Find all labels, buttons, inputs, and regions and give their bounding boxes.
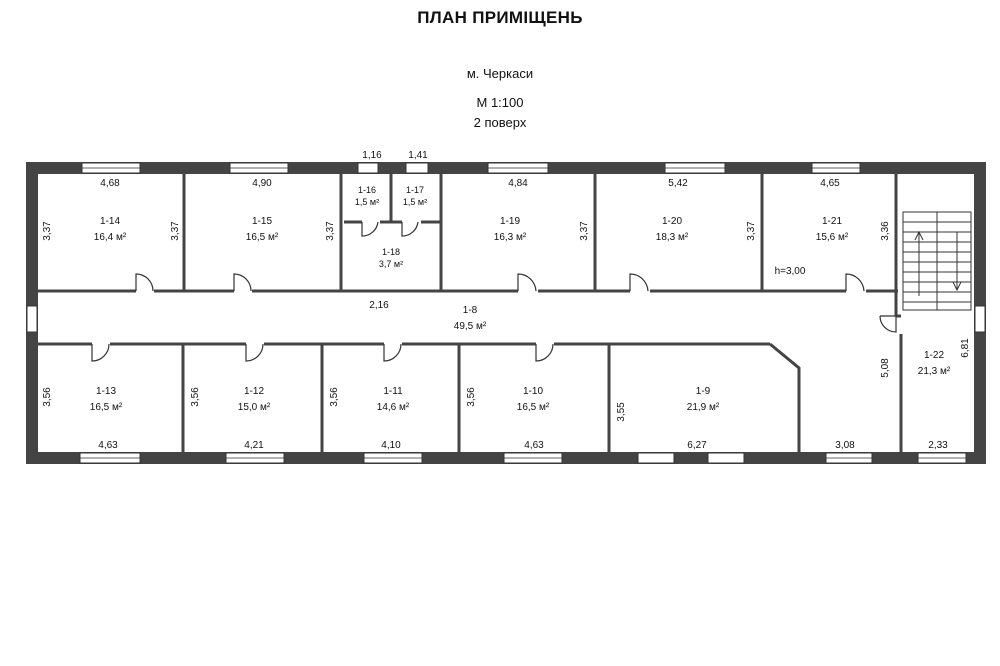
corridor-dim-3-08: 3,08 — [835, 440, 855, 451]
room-1-11-width: 4,10 — [381, 440, 401, 451]
room-1-14-depth-right: 3,37 — [170, 221, 181, 241]
room-1-17-width: 1,41 — [408, 150, 428, 161]
room-1-22-depth: 6,81 — [960, 338, 971, 358]
room-1-9-depth: 3,55 — [616, 402, 627, 422]
room-1-10-area: 16,5 м² — [517, 402, 550, 413]
room-1-14-depth: 3,37 — [42, 221, 53, 241]
room-1-20-depth: 3,37 — [746, 221, 757, 241]
room-1-12-width: 4,21 — [244, 440, 264, 451]
room-1-13-id: 1-13 — [96, 386, 116, 397]
room-1-15-depth: 3,37 — [325, 221, 336, 241]
room-1-22-area: 21,3 м² — [918, 366, 951, 377]
room-1-13-depth: 3,56 — [42, 387, 53, 407]
room-1-14-width: 4,68 — [100, 178, 120, 189]
windows-side — [26, 305, 986, 333]
room-1-19-depth: 3,37 — [579, 221, 590, 241]
room-1-14-area: 16,4 м² — [94, 232, 127, 243]
room-1-11-id: 1-11 — [383, 386, 403, 397]
room-1-12-depth: 3,56 — [190, 387, 201, 407]
room-1-10-id: 1-10 — [523, 386, 543, 397]
room-1-9-id: 1-9 — [696, 386, 711, 397]
room-1-10-width: 4,63 — [524, 440, 544, 451]
room-1-19-width: 4,84 — [508, 178, 528, 189]
staircase-icon — [902, 211, 972, 311]
room-1-19-id: 1-19 — [500, 216, 520, 227]
ceiling-height: h=3,00 — [775, 266, 806, 277]
room-1-15-area: 16,5 м² — [246, 232, 279, 243]
room-1-12-area: 15,0 м² — [238, 402, 271, 413]
room-1-16-id: 1-16 — [358, 185, 376, 195]
room-1-20-width: 5,42 — [668, 178, 688, 189]
scale-label: М 1:100 — [476, 95, 524, 110]
room-1-21-id: 1-21 — [822, 216, 842, 227]
city-label: м. Черкаси — [466, 66, 534, 81]
room-1-11-area: 14,6 м² — [377, 402, 410, 413]
corridor-dim-2-16: 2,16 — [369, 300, 389, 311]
room-1-20-area: 18,3 м² — [656, 232, 689, 243]
outer-walls — [26, 162, 986, 464]
room-1-20-id: 1-20 — [662, 216, 682, 227]
room-1-17-id: 1-17 — [406, 185, 424, 195]
room-1-16-width: 1,16 — [362, 150, 382, 161]
room-1-8-area: 49,5 м² — [454, 321, 487, 332]
corridor-dim-5-08: 5,08 — [880, 358, 891, 378]
room-1-10-depth: 3,56 — [466, 387, 477, 407]
interior-walls — [38, 174, 903, 452]
room-1-22-width: 2,33 — [928, 440, 948, 451]
floor-label: 2 поверх — [473, 115, 527, 130]
room-1-16-area: 1,5 м² — [355, 197, 379, 207]
door-swings — [91, 221, 897, 362]
room-1-21-width: 4,65 — [820, 178, 840, 189]
room-1-19-area: 16,3 м² — [494, 232, 527, 243]
room-1-9-width: 6,27 — [687, 440, 707, 451]
room-1-15-id: 1-15 — [252, 216, 272, 227]
room-1-11-depth: 3,56 — [329, 387, 340, 407]
room-1-15-width: 4,90 — [252, 178, 272, 189]
room-1-21-depth: 3,36 — [880, 221, 891, 241]
room-labels: 1-14 16,4 м² 4,68 3,37 3,37 1-15 16,5 м²… — [42, 150, 971, 451]
room-1-22-id: 1-22 — [924, 350, 944, 361]
room-1-12-id: 1-12 — [244, 386, 264, 397]
room-1-17-area: 1,5 м² — [403, 197, 427, 207]
room-1-18-area: 3,7 м² — [379, 259, 403, 269]
room-1-9-area: 21,9 м² — [687, 402, 720, 413]
room-1-13-area: 16,5 м² — [90, 402, 123, 413]
room-1-8-id: 1-8 — [463, 305, 478, 316]
room-1-14-id: 1-14 — [100, 216, 120, 227]
room-1-13-width: 4,63 — [98, 440, 118, 451]
plan-title: ПЛАН ПРИМІЩЕНЬ — [417, 8, 583, 27]
room-1-18-id: 1-18 — [382, 247, 400, 257]
room-1-21-area: 15,6 м² — [816, 232, 849, 243]
